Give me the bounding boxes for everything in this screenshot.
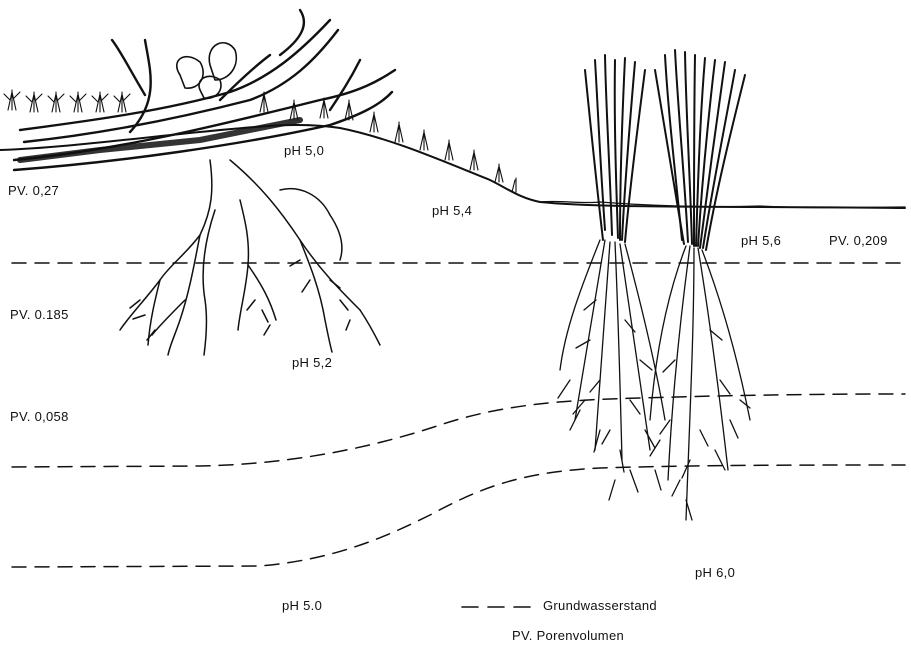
ph-label-5-2: pH 5,2 [292,355,332,370]
grass-tussocks [585,50,745,250]
ph-label-5-6: pH 5,6 [741,233,781,248]
ph-label-5-0-top: pH 5,0 [284,143,324,158]
tree-roots [120,160,380,355]
pv-label-0-27: PV. 0,27 [8,183,59,198]
grass-roots [558,240,750,520]
ground-surface [0,125,905,208]
groundwater-lines [12,263,905,567]
ph-label-6-0: pH 6,0 [695,565,735,580]
pv-label-0-209: PV. 0,209 [829,233,888,248]
legend-pore-volume: PV. Porenvolumen [512,628,624,643]
ph-label-5-4: pH 5,4 [432,203,472,218]
leaf-cluster [177,43,237,99]
pv-label-0-185: PV. 0.185 [10,307,69,322]
ph-label-5-0-bottom: pH 5.0 [282,598,322,613]
legend-groundwater: Grundwasserstand [543,598,657,613]
pv-label-0-058: PV. 0,058 [10,409,69,424]
moss-tufts [4,90,516,192]
